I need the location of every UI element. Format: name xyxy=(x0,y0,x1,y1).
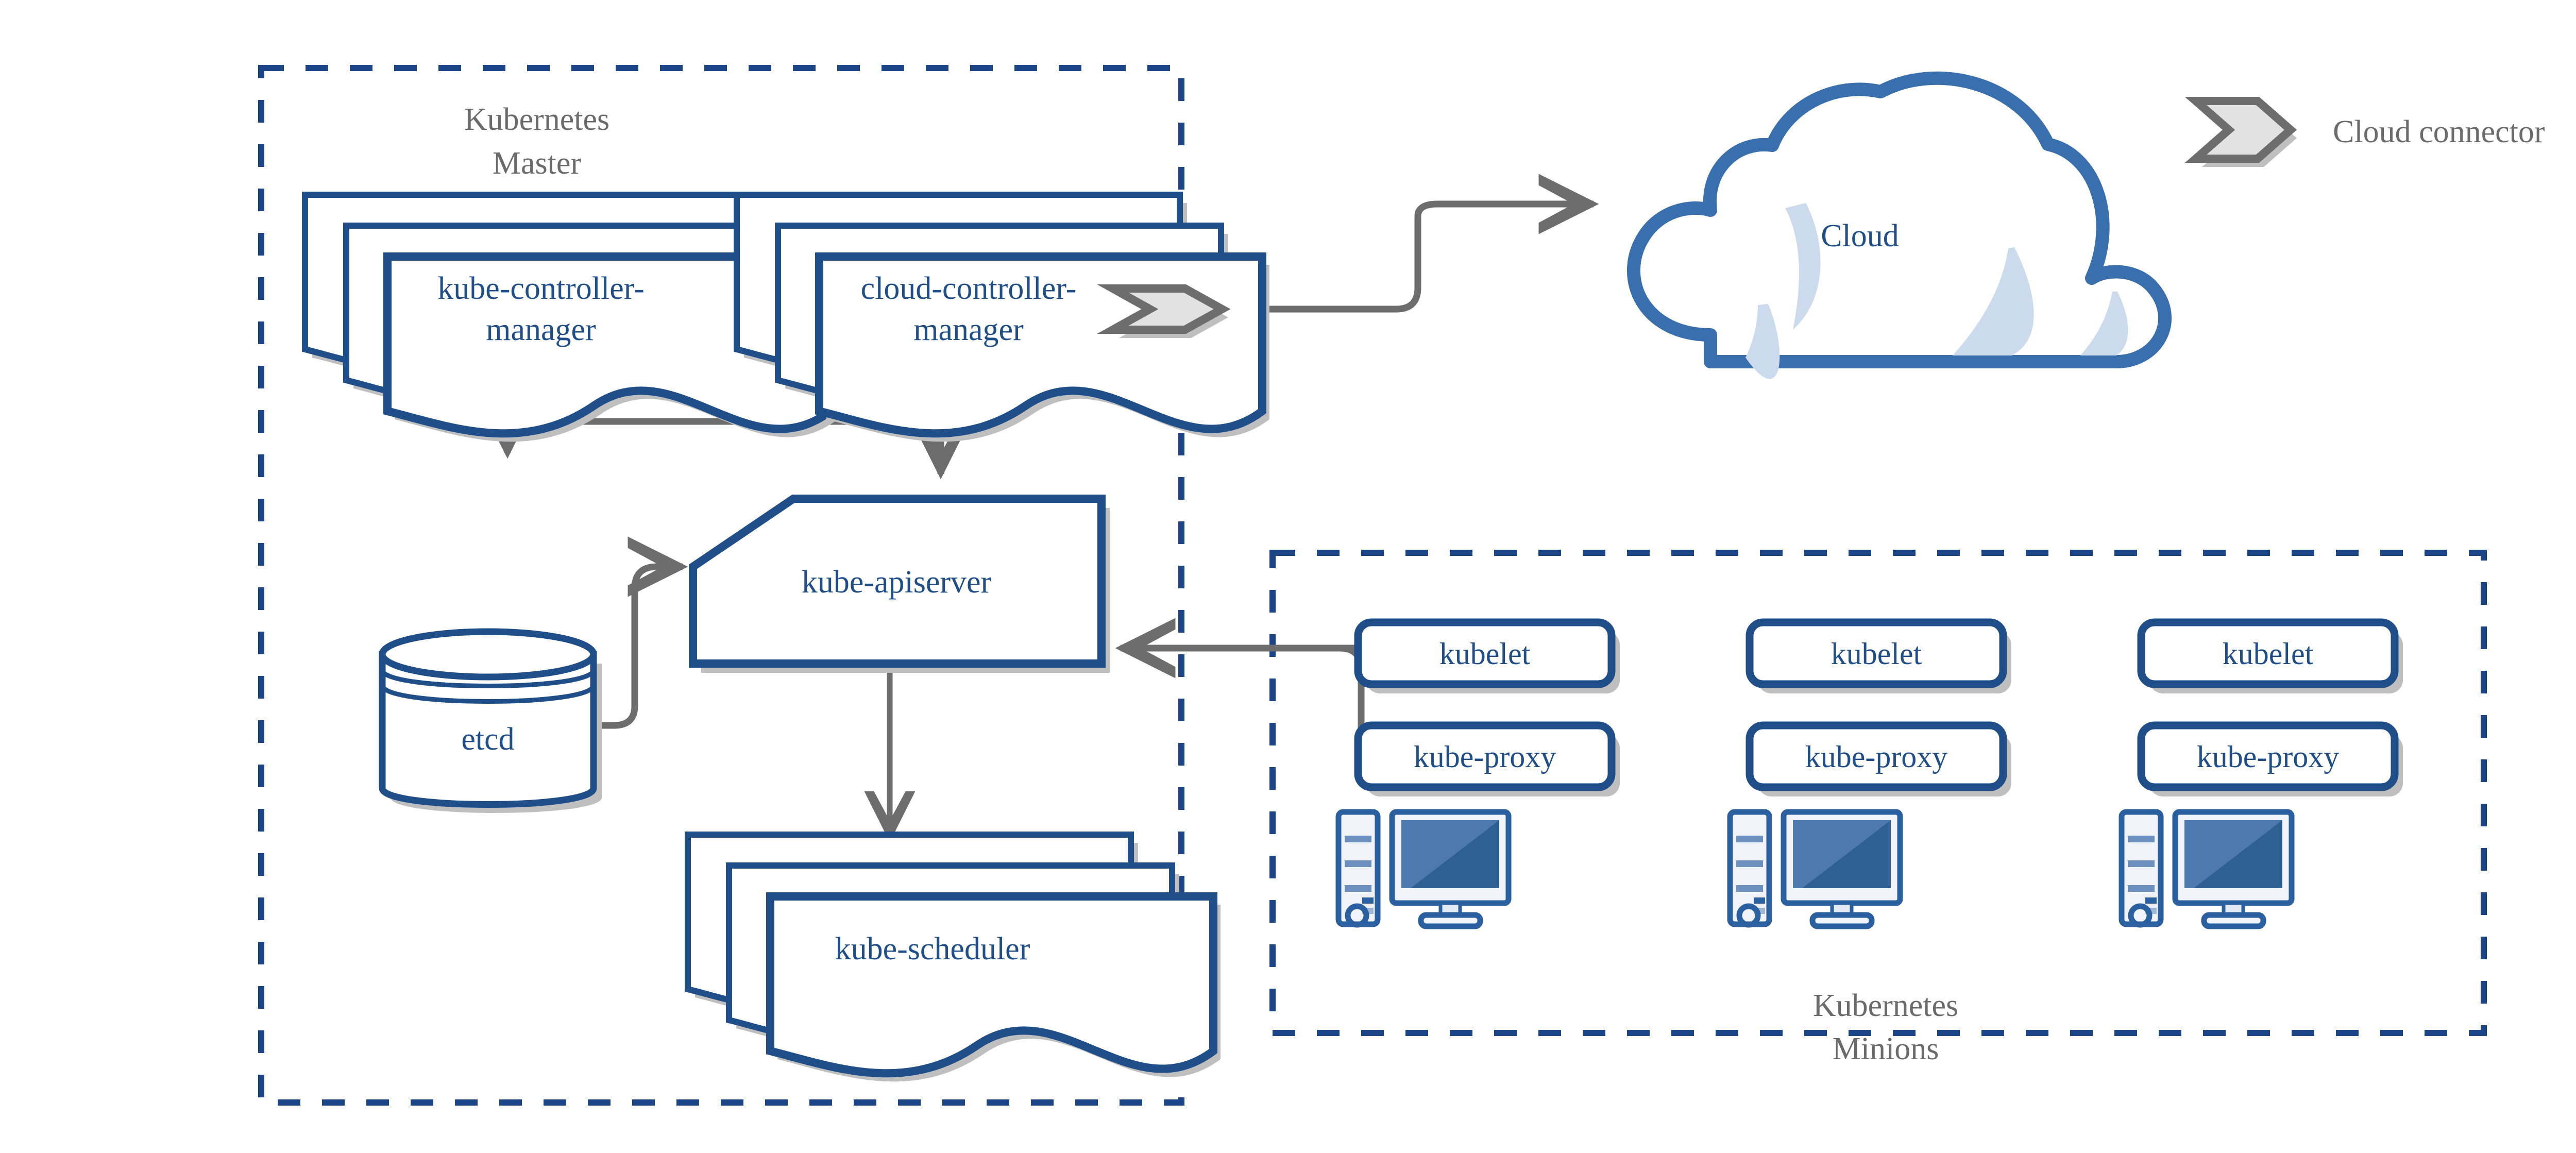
minion-3-kube-proxy-label: kube-proxy xyxy=(2197,740,2340,774)
minion-1-computer-icon xyxy=(1338,812,1509,926)
etcd-label: etcd xyxy=(461,722,514,757)
minion-3-kubelet-label: kubelet xyxy=(2223,637,2314,671)
minion-1-kubelet-label: kubelet xyxy=(1439,637,1531,671)
cloud-controller-manager-label-line1: cloud-controller- xyxy=(861,271,1077,306)
connector-apiserver-to-etcd xyxy=(543,536,688,756)
minion-2-kube-proxy-box[interactable] xyxy=(1745,721,2007,791)
minion-3: kubelet kube-proxy xyxy=(2122,618,2403,926)
minion-2-kubelet-box[interactable] xyxy=(1745,618,2007,688)
group-kubernetes-master: Kubernetes Master xyxy=(258,65,1184,1106)
etcd-body xyxy=(379,651,597,808)
group-kubernetes-minions: Kubernetes Minions xyxy=(1269,550,2487,1066)
cloud-connector-icon xyxy=(1097,284,1231,338)
kube-apiserver-label: kube-apiserver xyxy=(802,565,992,600)
node-cloud-controller-manager[interactable]: cloud-controller- manager xyxy=(737,195,1269,442)
minion-3-computer-icon xyxy=(2122,812,2292,926)
cloud-outline xyxy=(1626,71,2172,368)
node-kube-scheduler[interactable]: kube-scheduler xyxy=(688,835,1221,1082)
cloud-accent-4 xyxy=(2080,292,2128,355)
node-kube-controller-manager[interactable]: kube-controller- manager xyxy=(305,195,838,442)
kube-controller-manager-label-line1: kube-controller- xyxy=(437,271,645,306)
node-kube-apiserver[interactable]: kube-apiserver xyxy=(689,495,1110,673)
kube-scheduler-label: kube-scheduler xyxy=(835,931,1030,967)
apiserver-body xyxy=(689,495,1106,668)
minion-1-kube-proxy-label: kube-proxy xyxy=(1414,740,1556,774)
node-etcd[interactable]: etcd xyxy=(379,628,602,813)
master-dashed-border xyxy=(258,65,1184,1106)
etcd-ring-2 xyxy=(380,684,596,704)
cloud-controller-manager-label-line2: manager xyxy=(913,312,1024,347)
cloud-connector-legend-icon xyxy=(2184,97,2297,163)
cloud-accent-1 xyxy=(1785,203,1821,330)
cloud-accent-3 xyxy=(1953,247,2034,355)
minion-2-kubelet-label: kubelet xyxy=(1831,637,1922,671)
minion-3-kubelet-box[interactable] xyxy=(2137,618,2399,688)
master-group-label-line2: Master xyxy=(493,146,582,181)
kube-controller-manager-label-line2: manager xyxy=(486,312,596,347)
cloud-label: Cloud xyxy=(1821,218,1899,253)
etcd-ring-1 xyxy=(380,669,596,688)
node-cloud[interactable]: Cloud xyxy=(1626,71,2172,379)
master-group-label-line1: Kubernetes xyxy=(464,102,609,137)
minions-group-label-line2: Minions xyxy=(1833,1031,1939,1066)
minion-1: kubelet kube-proxy xyxy=(1338,618,1620,926)
minion-2-computer-icon xyxy=(1730,812,1900,926)
minion-1-kubelet-box[interactable] xyxy=(1354,618,1616,688)
minion-2-kube-proxy-label: kube-proxy xyxy=(1805,740,1948,774)
minion-3-kube-proxy-box[interactable] xyxy=(2137,721,2399,791)
cloud-accent-2 xyxy=(1745,304,1780,379)
minion-1-kube-proxy-box[interactable] xyxy=(1354,721,1616,791)
etcd-top-ellipse xyxy=(379,628,597,681)
connector-ccm-to-cloud xyxy=(1200,174,1599,313)
legend-label: Cloud connector xyxy=(2333,114,2545,149)
minion-2: kubelet kube-proxy xyxy=(1730,618,2011,926)
legend: Cloud connector xyxy=(2184,97,2545,167)
minions-group-label-line1: Kubernetes xyxy=(1813,988,1958,1023)
